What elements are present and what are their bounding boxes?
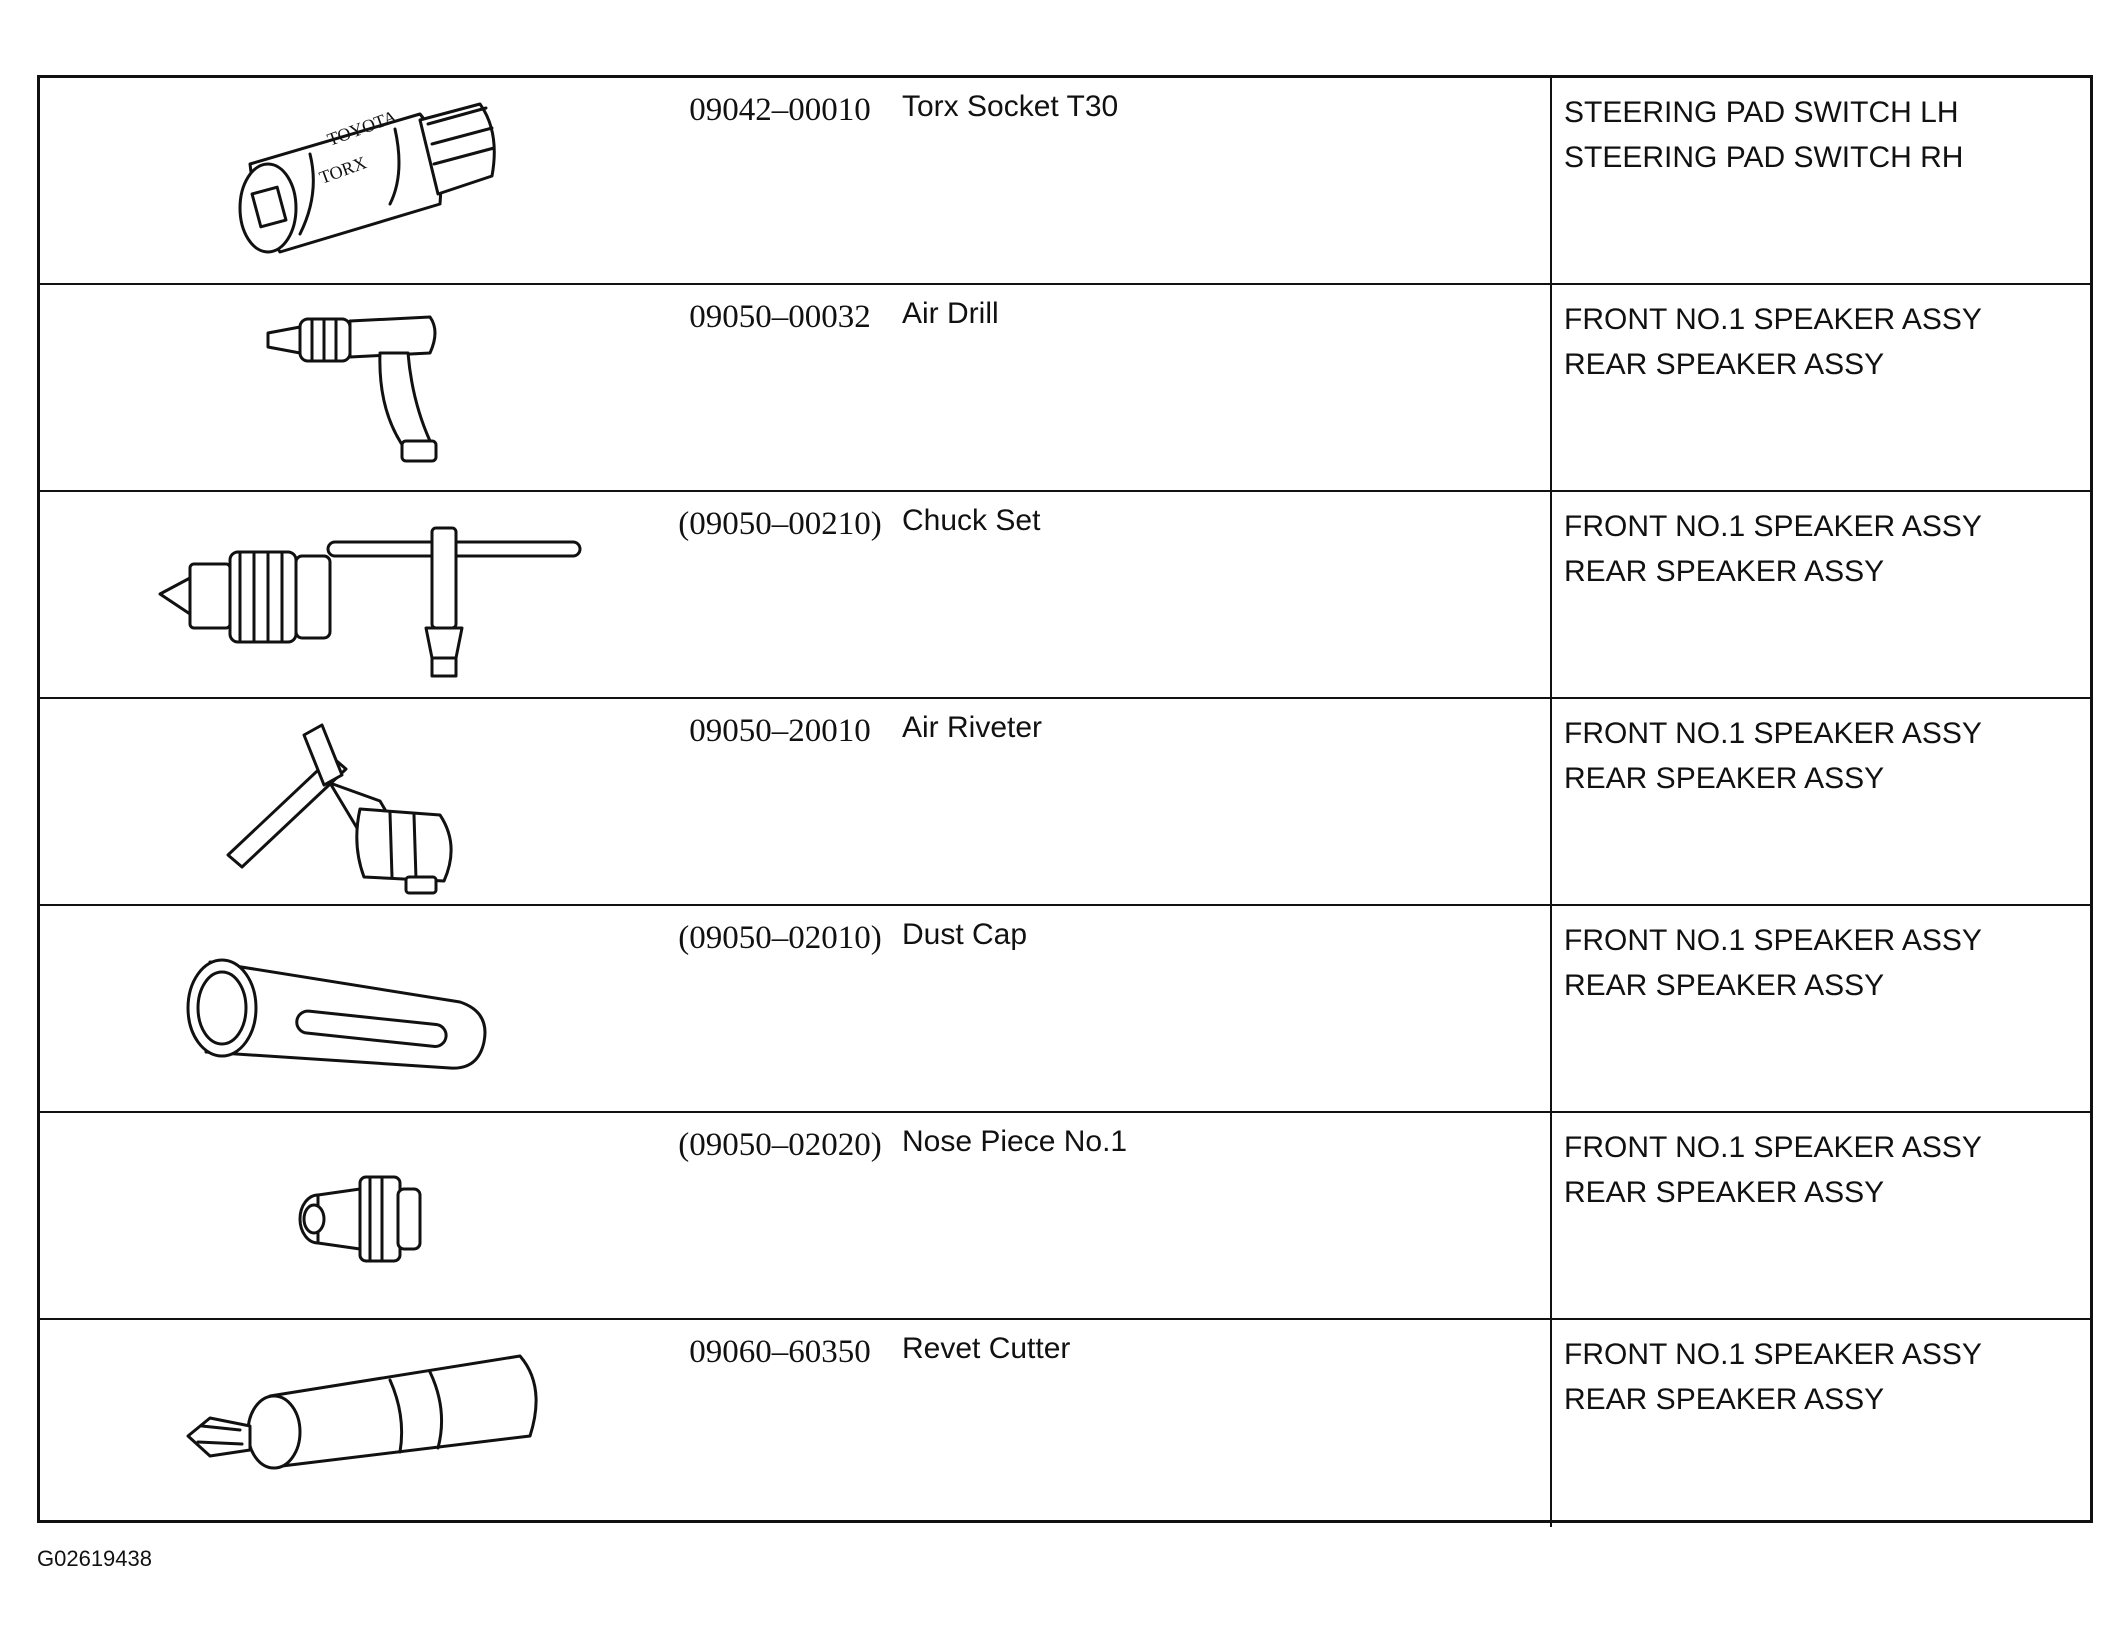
- part-number: (09050–02010): [678, 920, 882, 956]
- tool-uses: STEERING PAD SWITCH LH STEERING PAD SWIT…: [1564, 90, 1963, 180]
- table-row: TOYOTA TORX 09042–00010 Torx Socket T30 …: [40, 78, 2090, 285]
- table-row: (09050–02020) Nose Piece No.1 FRONT NO.1…: [40, 1113, 2090, 1320]
- part-number: (09050–02020): [678, 1127, 882, 1163]
- part-number: 09050–00032: [689, 299, 871, 335]
- use-item: REAR SPEAKER ASSY: [1564, 555, 1885, 588]
- use-item: REAR SPEAKER ASSY: [1564, 969, 1885, 1002]
- tool-uses: FRONT NO.1 SPEAKER ASSY REAR SPEAKER ASS…: [1564, 504, 1982, 594]
- part-number: 09042–00010: [689, 92, 871, 128]
- tool-name: Air Drill: [902, 297, 999, 330]
- tool-name: Nose Piece No.1: [902, 1125, 1128, 1158]
- use-item: REAR SPEAKER ASSY: [1564, 1176, 1885, 1209]
- tool-uses: FRONT NO.1 SPEAKER ASSY REAR SPEAKER ASS…: [1564, 711, 1982, 801]
- torx-socket-icon: TOYOTA TORX: [238, 102, 496, 254]
- air-riveter-icon: [226, 723, 453, 895]
- use-item: REAR SPEAKER ASSY: [1564, 762, 1885, 795]
- part-number: 09050–20010: [689, 713, 871, 749]
- table-row: 09050–00032 Air Drill FRONT NO.1 SPEAKER…: [40, 285, 2090, 492]
- part-number: 09060–60350: [689, 1334, 871, 1370]
- part-number: (09050–00210): [678, 506, 882, 542]
- use-item: STEERING PAD SWITCH RH: [1564, 141, 1964, 174]
- use-item: FRONT NO.1 SPEAKER ASSY: [1564, 510, 1982, 543]
- table-row: 09060–60350 Revet Cutter FRONT NO.1 SPEA…: [40, 1320, 2090, 1527]
- table-row: (09050–02010) Dust Cap FRONT NO.1 SPEAKE…: [40, 906, 2090, 1113]
- use-item: REAR SPEAKER ASSY: [1564, 348, 1885, 381]
- table-row: (09050–00210) Chuck Set FRONT NO.1 SPEAK…: [40, 492, 2090, 699]
- use-item: FRONT NO.1 SPEAKER ASSY: [1564, 1338, 1982, 1371]
- tool-name: Chuck Set: [902, 504, 1041, 537]
- tool-name: Torx Socket T30: [902, 90, 1119, 123]
- use-item: FRONT NO.1 SPEAKER ASSY: [1564, 303, 1982, 336]
- dust-cap-icon: [186, 958, 487, 1070]
- tool-uses: FRONT NO.1 SPEAKER ASSY REAR SPEAKER ASS…: [1564, 297, 1982, 387]
- air-drill-icon: [266, 315, 438, 463]
- use-item: FRONT NO.1 SPEAKER ASSY: [1564, 1131, 1982, 1164]
- table-row: 09050–20010 Air Riveter FRONT NO.1 SPEAK…: [40, 699, 2090, 906]
- use-item: REAR SPEAKER ASSY: [1564, 1383, 1885, 1416]
- tool-name: Revet Cutter: [902, 1332, 1071, 1365]
- tool-name: Dust Cap: [902, 918, 1028, 951]
- use-item: STEERING PAD SWITCH LH: [1564, 96, 1959, 129]
- special-tool-table: TOYOTA TORX 09042–00010 Torx Socket T30 …: [37, 75, 2093, 1527]
- figure-code: G02619438: [37, 1546, 152, 1571]
- nose-piece-icon: [298, 1175, 422, 1263]
- tool-name: Air Riveter: [902, 711, 1043, 744]
- tool-uses: FRONT NO.1 SPEAKER ASSY REAR SPEAKER ASS…: [1564, 1125, 1982, 1215]
- use-item: FRONT NO.1 SPEAKER ASSY: [1564, 924, 1982, 957]
- chuck-set-icon: [158, 526, 582, 678]
- tool-uses: FRONT NO.1 SPEAKER ASSY REAR SPEAKER ASS…: [1564, 1332, 1982, 1422]
- tool-uses: FRONT NO.1 SPEAKER ASSY REAR SPEAKER ASS…: [1564, 918, 1982, 1008]
- rivet-cutter-icon: [186, 1354, 538, 1470]
- use-item: FRONT NO.1 SPEAKER ASSY: [1564, 717, 1982, 750]
